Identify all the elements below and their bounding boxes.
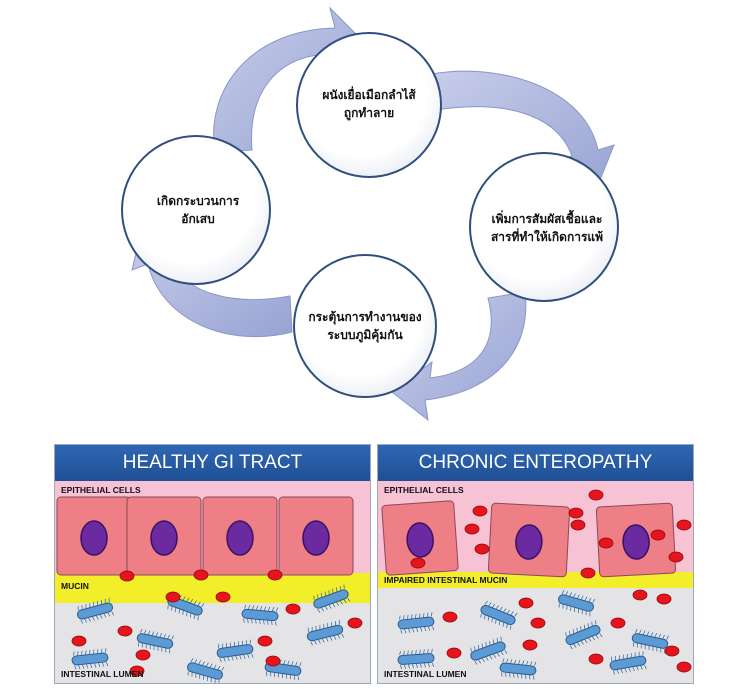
cycle-node-top-line2: ถูกทำลาย xyxy=(343,106,395,120)
red-blood-cell xyxy=(215,591,231,603)
red-blood-cell xyxy=(446,647,462,659)
red-blood-cell xyxy=(119,570,135,582)
cycle-node-left-text: เกิดกระบวนการ อักเสบ xyxy=(128,192,268,228)
healthy-panel-title: HEALTHY GI TRACT xyxy=(55,445,370,481)
red-blood-cell xyxy=(676,519,692,531)
chronic-epithelial-label: EPITHELIAL CELLS xyxy=(384,485,464,495)
bacterium xyxy=(565,620,603,650)
epithelial-cell xyxy=(56,496,132,576)
bacterium xyxy=(76,597,115,624)
cycle-node-top-text: ผนังเยื่อเมือกลำไส้ ถูกทำลาย xyxy=(294,86,444,122)
red-blood-cell xyxy=(664,645,680,657)
cycle-node-circle-top xyxy=(296,32,442,178)
healthy-gi-illustration xyxy=(55,481,370,683)
bacterium xyxy=(631,628,669,654)
epithelial-cell xyxy=(595,502,677,578)
red-blood-cell xyxy=(117,625,133,637)
bacterium xyxy=(187,658,225,683)
cell-nucleus xyxy=(515,524,543,560)
healthy-epithelial-label: EPITHELIAL CELLS xyxy=(61,485,141,495)
red-blood-cell xyxy=(530,617,546,629)
cycle-node-top-line1: ผนังเยื่อเมือกลำไส้ xyxy=(322,88,416,102)
cycle-node-circle-bottom xyxy=(293,254,437,398)
chronic-panel-title: CHRONIC ENTEROPATHY xyxy=(378,445,693,481)
cycle-diagram xyxy=(121,6,619,422)
arrow-right-to-bottom xyxy=(391,291,527,422)
red-blood-cell xyxy=(347,617,363,629)
healthy-gi-panel: HEALTHY GI TRACT EPITHELIAL CELLS MUCIN … xyxy=(54,444,371,684)
bacterium xyxy=(480,600,518,630)
cycle-node-circle-right xyxy=(469,152,619,302)
cell-nucleus xyxy=(622,524,650,560)
red-blood-cell xyxy=(518,597,534,609)
red-blood-cell xyxy=(135,649,151,661)
bacterium xyxy=(397,648,435,670)
cycle-node-right-text: เพิ่มการสัมผัสเชื้อและ สารที่ทำให้เกิดกา… xyxy=(467,210,627,246)
red-blood-cell xyxy=(676,661,692,673)
chronic-enteropathy-illustration xyxy=(378,481,693,683)
cycle-node-right-line2: สารที่ทำให้เกิดการแพ้ xyxy=(490,230,604,244)
bacterium xyxy=(558,590,596,617)
red-blood-cell xyxy=(257,635,273,647)
cycle-node-bottom-text: กระตุ้นการทำงานของ ระบบภูมิคุ้มกัน xyxy=(290,308,440,344)
epithelial-cell xyxy=(126,496,202,576)
red-blood-cell xyxy=(265,655,281,667)
bacterium xyxy=(397,612,435,634)
red-blood-cell xyxy=(129,665,145,677)
bacterium xyxy=(241,604,279,626)
bacterium xyxy=(216,639,254,663)
red-blood-cell xyxy=(410,557,426,569)
bacterium xyxy=(306,620,345,646)
red-blood-cell xyxy=(632,589,648,601)
epithelial-cell xyxy=(278,496,354,576)
red-blood-cell xyxy=(193,569,209,581)
red-blood-cell xyxy=(588,653,604,665)
cell-nucleus xyxy=(406,522,434,558)
red-blood-cell xyxy=(165,591,181,603)
chronic-lumen-label: INTESTINAL LUMEN xyxy=(384,669,467,679)
bacterium xyxy=(313,584,351,613)
red-blood-cell xyxy=(464,523,480,535)
cell-nucleus xyxy=(150,520,178,556)
epithelial-cell xyxy=(487,502,571,578)
red-blood-cell xyxy=(656,593,672,605)
cell-nucleus xyxy=(302,520,330,556)
cycle-node-bottom-line1: กระตุ้นการทำงานของ xyxy=(308,310,422,324)
red-blood-cell xyxy=(472,505,488,517)
cycle-node-bottom-line2: ระบบภูมิคุ้มกัน xyxy=(327,328,403,342)
epithelial-cell xyxy=(202,496,278,576)
red-blood-cell xyxy=(522,639,538,651)
healthy-mucin-label: MUCIN xyxy=(61,581,89,591)
bacterium xyxy=(136,628,174,654)
red-blood-cell xyxy=(668,551,684,563)
red-blood-cell xyxy=(474,543,490,555)
red-blood-cell xyxy=(580,567,596,579)
arrow-left-to-top xyxy=(213,6,367,153)
cycle-node-left-line2: อักเสบ xyxy=(181,212,215,226)
red-blood-cell xyxy=(442,611,458,623)
red-blood-cell xyxy=(267,569,283,581)
bacterium xyxy=(609,651,647,675)
red-blood-cell xyxy=(568,507,584,519)
bacterium xyxy=(499,658,537,680)
red-blood-cell xyxy=(650,529,666,541)
red-blood-cell xyxy=(71,635,87,647)
red-blood-cell xyxy=(285,603,301,615)
chronic-enteropathy-panel: CHRONIC ENTEROPATHY EPITHELIAL CELLS IMP… xyxy=(377,444,694,684)
chronic-mucin-label: IMPAIRED INTESTINAL MUCIN xyxy=(384,575,508,585)
epithelial-cell xyxy=(381,500,459,576)
cycle-node-right-line1: เพิ่มการสัมผัสเชื้อและ xyxy=(491,212,603,226)
red-blood-cell xyxy=(598,537,614,549)
red-blood-cell xyxy=(588,489,604,501)
cycle-node-left-line1: เกิดกระบวนการ xyxy=(156,194,240,208)
red-blood-cell xyxy=(610,617,626,629)
cell-nucleus xyxy=(80,520,108,556)
cycle-node-circle-left xyxy=(121,135,271,285)
bacterium xyxy=(470,636,508,665)
healthy-lumen-label: INTESTINAL LUMEN xyxy=(61,669,144,679)
cell-nucleus xyxy=(226,520,254,556)
red-blood-cell xyxy=(570,519,586,531)
bacterium xyxy=(71,648,109,670)
